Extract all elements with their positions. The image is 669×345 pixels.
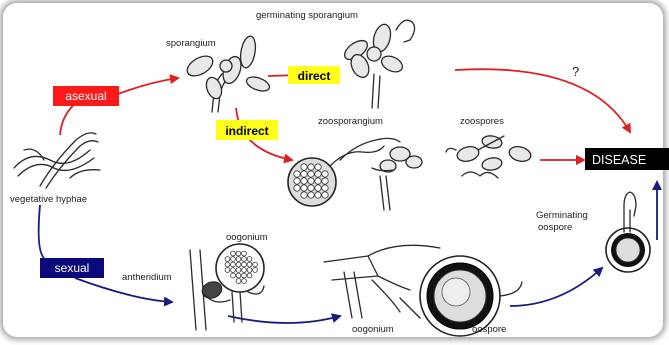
disease-label: DISEASE <box>592 153 646 167</box>
asexual-label-box: asexual <box>53 86 119 106</box>
arrow-oospore-to-germinating <box>510 268 602 306</box>
arrow-to-oospore-stage <box>228 316 340 323</box>
oogonium-top-label: oogonium <box>226 232 268 243</box>
germinating-sporangium-drawing <box>341 20 414 108</box>
germinating-oospore-label-line1: Germinating <box>536 210 588 221</box>
oospore-drawing <box>324 245 522 336</box>
zoosporangium-drawing <box>288 138 422 210</box>
zoosporangium-label: zoosporangium <box>318 116 383 127</box>
oogonium-antheridium-drawing <box>190 244 264 330</box>
sporangium-label: sporangium <box>166 38 216 49</box>
zoospores-drawing <box>446 134 532 178</box>
arrow-hyphae-to-sexual <box>39 205 44 258</box>
vegetative-hyphae-drawing <box>14 133 100 188</box>
oogonium-bottom-label: oogonium <box>352 324 394 335</box>
disease-label-box: DISEASE <box>585 148 669 170</box>
oospore-label: oospore <box>472 324 506 335</box>
vegetative-hyphae-label: vegetative hyphae <box>10 194 87 205</box>
indirect-label: indirect <box>225 124 268 138</box>
germinating-oospore-drawing <box>606 192 650 272</box>
sexual-label: sexual <box>55 261 90 275</box>
direct-label: direct <box>298 69 331 83</box>
antheridium-label: antheridium <box>122 272 172 283</box>
germinating-oospore-label-line2: oospore <box>538 222 572 233</box>
asexual-label: asexual <box>65 89 106 103</box>
germinating-sporangium-label: germinating sporangium <box>256 10 358 21</box>
arrow-asexual-to-sporangium <box>118 78 178 94</box>
zoospores-label: zoospores <box>460 116 504 127</box>
question-mark: ? <box>572 64 579 79</box>
direct-label-box: direct <box>288 66 340 84</box>
indirect-label-box: indirect <box>216 120 278 140</box>
sexual-label-box: sexual <box>40 258 104 278</box>
